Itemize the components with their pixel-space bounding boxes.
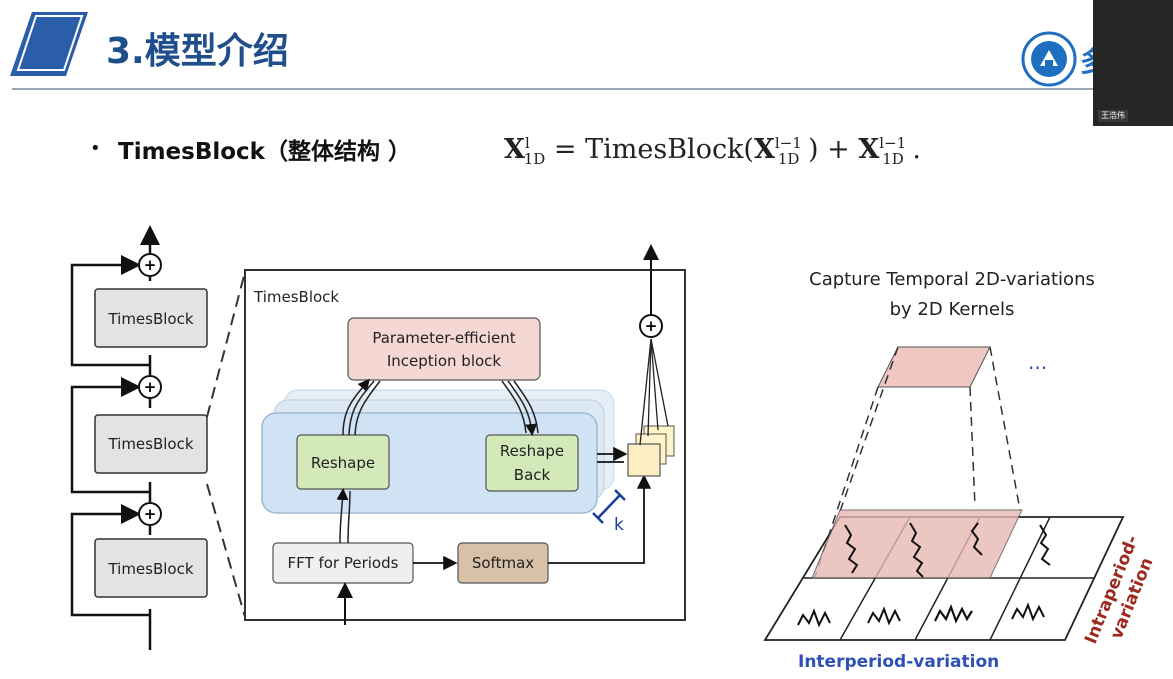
interperiod-label: Interperiod-variation	[798, 652, 999, 672]
bullet-text: TimesBlock（整体结构 ）	[118, 139, 411, 165]
svg-text:Reshape: Reshape	[311, 454, 375, 472]
reshape-box: Reshape	[296, 434, 390, 490]
2d-kernel-illustration: Capture Temporal 2D-variations by 2D Ker…	[763, 269, 1157, 672]
bullet-marker: •	[90, 138, 101, 159]
add-node-icon: +	[138, 375, 162, 399]
weighted-output-square	[627, 443, 661, 477]
reshape-back-box: Reshape Back	[485, 434, 579, 492]
timesblock-detail-diagram: TimesBlock Parameter-efficient Inception…	[244, 244, 686, 625]
participant-video-tile[interactable]	[1093, 0, 1173, 126]
svg-text:Reshape: Reshape	[500, 442, 564, 460]
detail-frame-label: TimesBlock	[253, 288, 339, 306]
fft-box: FFT for Periods	[272, 542, 414, 584]
title-divider	[12, 88, 1093, 90]
svg-text:FFT for Periods: FFT for Periods	[288, 554, 399, 572]
add-node-icon: +	[138, 253, 162, 277]
svg-text:+: +	[645, 317, 658, 335]
kernel-title-line1: Capture Temporal 2D-variations	[809, 269, 1095, 290]
svg-text:+: +	[144, 378, 157, 396]
university-logo-icon	[1021, 31, 1077, 87]
svg-text:Inception block: Inception block	[387, 352, 502, 370]
svg-text:Parameter-efficient: Parameter-efficient	[372, 329, 515, 347]
svg-text:Back: Back	[514, 466, 551, 484]
2d-tensor-grid	[763, 516, 1125, 641]
svg-text:+: +	[144, 256, 157, 274]
header-slant-icon	[10, 12, 88, 76]
stacked-timesblocks-diagram: TimesBlock TimesBlock TimesBlock + + +	[70, 225, 245, 650]
add-node-icon: +	[138, 502, 162, 526]
softmax-box: Softmax	[457, 542, 549, 584]
slide-title: 3.模型介绍	[106, 31, 289, 72]
timesblock-2: TimesBlock	[94, 414, 208, 474]
add-node-icon: +	[639, 314, 663, 338]
inception-block: Parameter-efficient Inception block	[347, 317, 541, 381]
svg-text:Softmax: Softmax	[472, 554, 534, 572]
formula: Xl1D = TimesBlock(Xl−11D ) + Xl−11D .	[504, 134, 921, 169]
timesblock-label: TimesBlock	[107, 310, 193, 328]
kernel-title-line2: by 2D Kernels	[890, 299, 1015, 320]
timesblock-label: TimesBlock	[107, 560, 193, 578]
top-kernel-patch	[877, 346, 991, 388]
timesblock-3: TimesBlock	[94, 538, 208, 598]
ellipsis-text: ...	[1028, 350, 1047, 374]
timesblock-label: TimesBlock	[107, 435, 193, 453]
k-label: k	[614, 515, 624, 535]
participant-name-label: 王浩伟	[1098, 110, 1128, 122]
svg-text:+: +	[144, 505, 157, 523]
timesblock-1: TimesBlock	[94, 288, 208, 348]
